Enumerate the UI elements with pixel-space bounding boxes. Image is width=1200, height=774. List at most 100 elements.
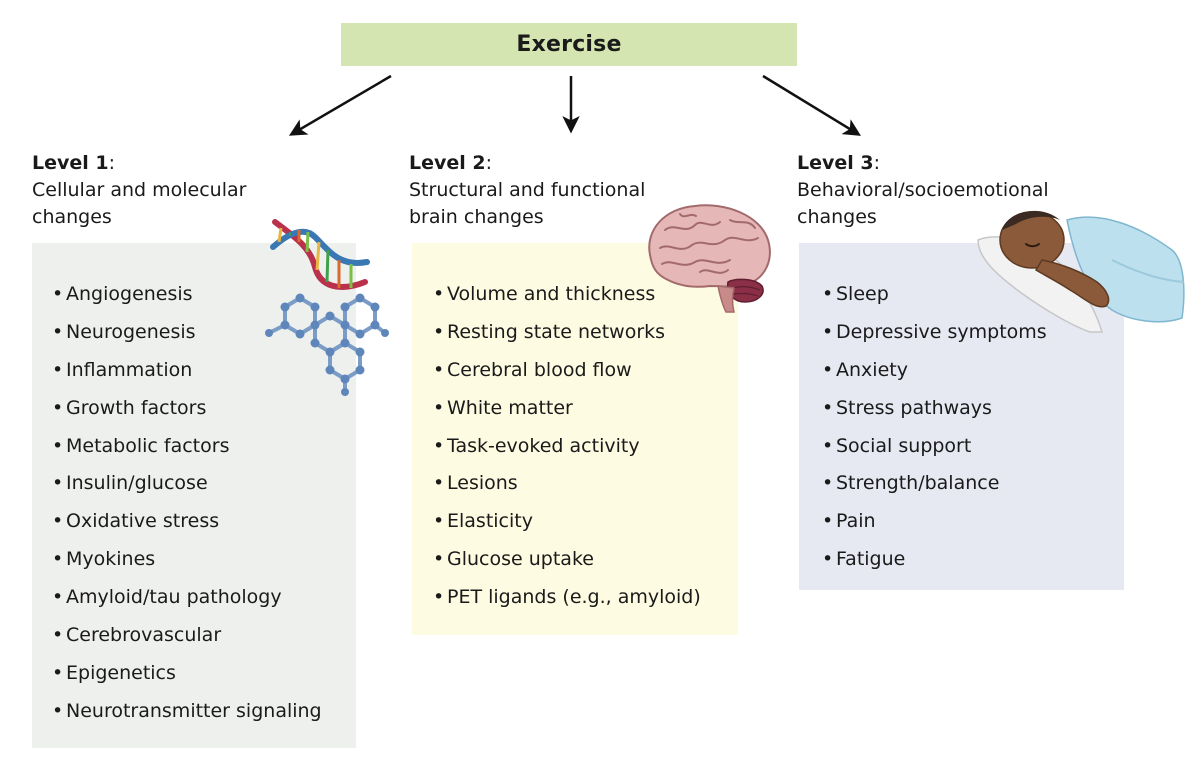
list-item: •Metabolic factors xyxy=(52,428,356,466)
level-1-description-line-2: changes xyxy=(32,206,112,228)
bullet: • xyxy=(822,472,834,495)
list-item-text: Amyloid/tau pathology xyxy=(66,586,282,609)
bullet: • xyxy=(433,548,445,571)
bullet: • xyxy=(433,358,445,381)
bullet: • xyxy=(52,320,64,343)
list-item: •Depressive symptoms xyxy=(822,314,1124,352)
exercise-label: Exercise xyxy=(516,32,622,57)
level-3-description-line-2: changes xyxy=(797,206,877,228)
bullet: • xyxy=(822,320,834,343)
list-item-text: Metabolic factors xyxy=(66,434,230,457)
level-3-panel: •Sleep •Depressive symptoms •Anxiety •St… xyxy=(799,243,1124,590)
level-1-list: •Angiogenesis •Neurogenesis •Inflammatio… xyxy=(52,276,356,731)
bullet: • xyxy=(433,283,445,305)
bullet: • xyxy=(52,358,64,381)
list-item-text: Angiogenesis xyxy=(66,283,193,305)
list-item-text: Task-evoked activity xyxy=(447,434,640,457)
bullet: • xyxy=(52,548,64,571)
list-item: •Glucose uptake xyxy=(433,541,738,579)
list-item-text: Resting state networks xyxy=(447,320,666,343)
list-item: •Social support xyxy=(822,428,1124,466)
list-item-text: Stress pathways xyxy=(836,396,992,419)
level-1-panel: •Angiogenesis •Neurogenesis •Inflammatio… xyxy=(32,243,356,748)
level-3-label: Level 3 xyxy=(797,152,874,174)
brain-icon xyxy=(648,204,771,313)
list-item: •Myokines xyxy=(52,541,356,579)
bullet: • xyxy=(52,586,64,609)
sleeping-person-icon xyxy=(977,210,1185,333)
list-item: •Oxidative stress xyxy=(52,503,356,541)
list-item: •Strength/balance xyxy=(822,465,1124,503)
arrow-to-level-1 xyxy=(288,74,392,136)
level-2-list: •Volume and thickness •Resting state net… xyxy=(433,276,738,617)
bullet: • xyxy=(822,548,834,571)
list-item: •PET ligands (e.g., amyloid) xyxy=(433,579,738,617)
level-3-list: •Sleep •Depressive symptoms •Anxiety •St… xyxy=(822,276,1124,579)
level-1-heading: Level 1: Cellular and molecular changes xyxy=(32,150,246,231)
list-item: •Fatigue xyxy=(822,541,1124,579)
list-item-text: Glucose uptake xyxy=(447,548,594,571)
level-2-panel: •Volume and thickness •Resting state net… xyxy=(412,243,738,635)
list-item-text: Inflammation xyxy=(66,358,193,381)
list-item: •Growth factors xyxy=(52,390,356,428)
level-2-colon: : xyxy=(485,152,493,174)
bullet: • xyxy=(822,358,834,381)
bullet: • xyxy=(433,586,445,609)
bullet: • xyxy=(52,434,64,457)
list-item: •Inflammation xyxy=(52,352,356,390)
list-item-text: Strength/balance xyxy=(836,472,1000,495)
list-item-text: Volume and thickness xyxy=(447,283,656,305)
bullet: • xyxy=(822,283,834,305)
list-item-text: Cerebrovascular xyxy=(66,624,222,647)
bullet: • xyxy=(433,434,445,457)
list-item-text: Pain xyxy=(836,510,876,533)
list-item-text: Oxidative stress xyxy=(66,510,220,533)
list-item-text: Lesions xyxy=(447,472,518,495)
list-item-text: Social support xyxy=(836,434,972,457)
bullet: • xyxy=(822,434,834,457)
level-2-label: Level 2 xyxy=(409,152,486,174)
level-1-colon: : xyxy=(108,152,116,174)
bullet: • xyxy=(52,283,64,305)
bullet: • xyxy=(433,472,445,495)
list-item-text: Myokines xyxy=(66,548,156,571)
list-item-text: PET ligands (e.g., amyloid) xyxy=(447,586,701,609)
dna-molecule-icon xyxy=(265,219,389,396)
list-item: •Amyloid/tau pathology xyxy=(52,579,356,617)
list-item: •Sleep xyxy=(822,276,1124,314)
bullet: • xyxy=(822,510,834,533)
list-item: •Insulin/glucose xyxy=(52,465,356,503)
list-item: •Epigenetics xyxy=(52,655,356,693)
list-item: •Anxiety xyxy=(822,352,1124,390)
list-item-text: Anxiety xyxy=(836,358,908,381)
level-3-heading: Level 3: Behavioral/socioemotional chang… xyxy=(797,150,1049,231)
level-3-description-line-1: Behavioral/socioemotional xyxy=(797,179,1049,201)
list-item: •Task-evoked activity xyxy=(433,428,738,466)
list-item: •Neurotransmitter signaling xyxy=(52,693,356,731)
list-item-text: Neurotransmitter signaling xyxy=(66,699,322,722)
level-1-description-line-1: Cellular and molecular xyxy=(32,179,247,201)
bullet: • xyxy=(52,661,64,684)
list-item: •White matter xyxy=(433,390,738,428)
bullet: • xyxy=(52,510,64,533)
bullet: • xyxy=(433,510,445,533)
bullet: • xyxy=(52,624,64,647)
list-item: •Cerebral blood flow xyxy=(433,352,738,390)
list-item: •Stress pathways xyxy=(822,390,1124,428)
list-item-text: Depressive symptoms xyxy=(836,320,1047,343)
list-item: •Resting state networks xyxy=(433,314,738,352)
level-1-label: Level 1 xyxy=(32,152,109,174)
level-2-description-line-1: Structural and functional xyxy=(409,179,646,201)
bullet: • xyxy=(433,396,445,419)
list-item-text: Growth factors xyxy=(66,396,207,419)
list-item: •Elasticity xyxy=(433,503,738,541)
list-item-text: Cerebral blood flow xyxy=(447,358,632,381)
list-item: •Angiogenesis xyxy=(52,276,356,314)
list-item: •Pain xyxy=(822,503,1124,541)
level-2-description-line-2: brain changes xyxy=(409,206,544,228)
list-item-text: Sleep xyxy=(836,283,889,305)
bullet: • xyxy=(52,472,64,495)
list-item-text: Insulin/glucose xyxy=(66,472,208,495)
level-2-heading: Level 2: Structural and functional brain… xyxy=(409,150,645,231)
